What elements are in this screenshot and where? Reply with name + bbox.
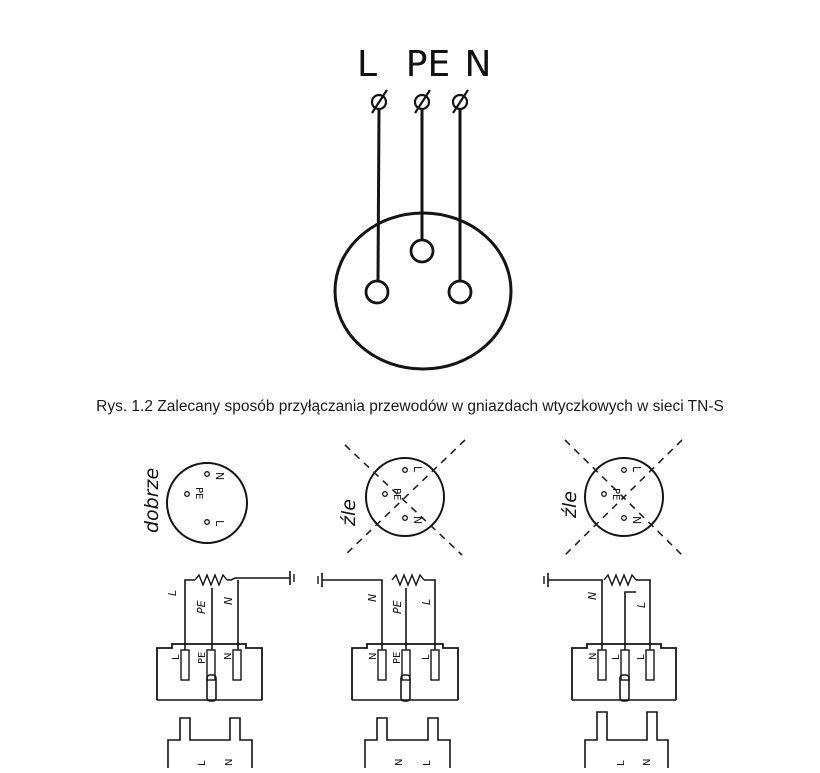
socket-label-N: N [630, 516, 643, 524]
plug-label-L: L [421, 654, 432, 660]
plug-label-L: L [636, 654, 647, 660]
label-PE: PE [406, 44, 450, 85]
socket-label-N: N [213, 472, 226, 480]
plug-label-PE: PE [197, 652, 208, 664]
plug-label-L: L [611, 654, 622, 660]
wire-label-L: L [166, 590, 179, 596]
socket-label-L: L [411, 466, 424, 473]
wire-label-N: N [586, 592, 599, 600]
top-socket-diagram: L PE N [333, 44, 513, 371]
wire-label-PE: PE [391, 600, 404, 614]
socket-label-PE: PE [610, 488, 621, 500]
wire-label-L: L [635, 602, 648, 608]
cross-out-line [344, 439, 466, 556]
plug-label-N: N [368, 653, 379, 660]
plug-pins [364, 717, 451, 768]
wire-L [376, 108, 381, 282]
verdict-label: źle [559, 491, 581, 519]
plug-pins [167, 717, 253, 768]
plug-label-N: N [588, 653, 599, 660]
wire-label-N: N [366, 594, 379, 602]
plug-body [571, 643, 677, 700]
pin-label-N: N [642, 759, 653, 766]
verdict-label: dobrze [141, 468, 163, 533]
figure-caption: Rys. 1.2 Zalecany sposób przyłączania pr… [96, 398, 724, 415]
panel-wrong-1: źle L PE N N PE L N PE L N L [317, 439, 466, 768]
socket-hole-PE [409, 238, 435, 264]
pin-label-L: L [422, 760, 433, 766]
socket-outline [333, 211, 513, 371]
wire-label-N: N [222, 597, 235, 605]
panel-wrong-2: źle L PE N N L N L L L N [543, 439, 683, 768]
socket-label-L: L [630, 466, 643, 473]
wire-label-L: L [420, 599, 433, 605]
socket-hole-L [364, 279, 390, 305]
plug-body [156, 643, 263, 700]
socket-label-L: L [213, 520, 226, 527]
pin-label-N: N [224, 759, 235, 766]
socket-label-PE: PE [193, 487, 204, 499]
socket-front [365, 457, 445, 537]
plug-pins [584, 711, 669, 768]
cross-out-line [344, 444, 463, 556]
socket-label-PE: PE [391, 488, 402, 500]
wire-label-PE: PE [195, 600, 208, 614]
socket-hole-N [447, 279, 473, 305]
socket-label-N: N [411, 516, 424, 524]
pin-label-L: L [197, 760, 208, 766]
plug-label-L: L [171, 654, 182, 660]
plug-label-N: N [223, 653, 234, 660]
pin-label-L: L [616, 760, 627, 766]
socket-front [584, 457, 664, 537]
pin-label-N: N [394, 759, 405, 766]
verdict-label: źle [338, 499, 360, 527]
label-N: N [465, 44, 492, 85]
plug-label-PE: PE [392, 652, 403, 664]
panel-correct: dobrze N PE L L PE N L PE N L N [141, 462, 295, 768]
label-L: L [357, 44, 377, 85]
plug-body [351, 643, 459, 700]
socket-front [166, 462, 248, 544]
cross-out-line [564, 439, 683, 556]
